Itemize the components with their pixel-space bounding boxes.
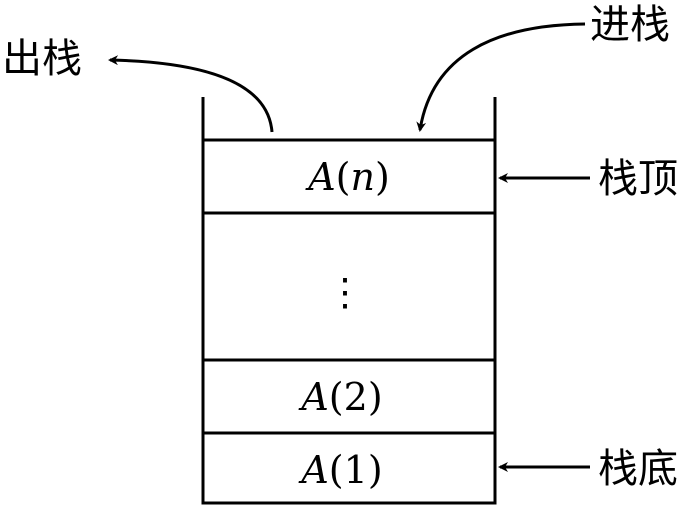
pop-arrow xyxy=(108,55,274,133)
cell-a-2: A(2) xyxy=(298,375,382,419)
push-arrow xyxy=(416,22,586,132)
stack-top-label: 栈顶 xyxy=(598,156,678,202)
push-label: 进栈 xyxy=(590,2,670,48)
stack-container xyxy=(201,97,497,505)
cell-a-n: A(n) xyxy=(305,155,390,199)
stack-bottom-label: 栈底 xyxy=(598,446,678,492)
pop-label: 出栈 xyxy=(2,36,82,82)
cell-ellipsis: ⋮ xyxy=(326,270,364,314)
cell-a-1: A(1) xyxy=(298,448,382,492)
